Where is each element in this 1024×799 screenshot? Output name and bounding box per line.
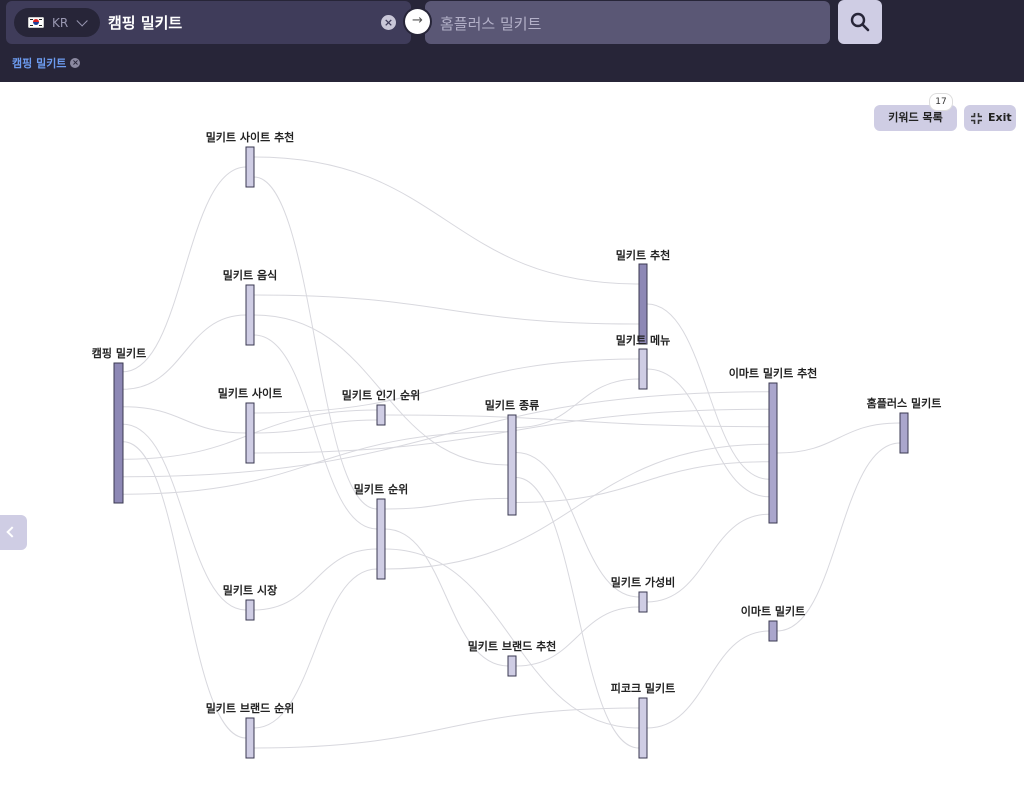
target-keyword-input[interactable]: [438, 1, 822, 46]
link-kind-menu: [515, 378, 640, 428]
link-value-emart_rec: [646, 513, 770, 603]
link-camping-brand_rank: [122, 441, 247, 739]
node-emart-rec[interactable]: 이마트 밀키트 추천: [729, 366, 818, 524]
node-value[interactable]: 밀키트 가성비: [611, 575, 676, 613]
node-rec[interactable]: 밀키트 추천: [616, 248, 670, 345]
link-brand_rank-rank: [253, 568, 378, 729]
country-selector[interactable]: KR: [14, 8, 100, 37]
link-emart_rec-homeplus: [776, 422, 901, 454]
svg-text:밀키트 가성비: 밀키트 가성비: [611, 575, 676, 589]
country-code: KR: [52, 15, 69, 30]
node-pop-rank[interactable]: 밀키트 인기 순위: [342, 388, 421, 426]
node-brand-rank[interactable]: 밀키트 브랜드 순위: [206, 701, 295, 759]
link-camping-site: [122, 406, 247, 434]
node-peacock[interactable]: 피코크 밀키트: [611, 681, 676, 759]
link-camping-market: [122, 423, 247, 611]
link-brand_rec-value: [515, 606, 640, 667]
svg-text:밀키트 브랜드 추천: 밀키트 브랜드 추천: [468, 639, 557, 653]
link-food-kind: [253, 314, 509, 466]
link-brand_rank-peacock: [253, 707, 640, 749]
link-rank-emart_rec: [384, 443, 770, 570]
svg-text:홈플러스 밀키트: 홈플러스 밀키트: [867, 396, 942, 410]
link-camping-kind: [122, 431, 509, 495]
link-emart-homeplus: [776, 442, 901, 632]
svg-text:밀키트 사이트 추천: 밀키트 사이트 추천: [206, 130, 295, 144]
node-site-rec[interactable]: 밀키트 사이트 추천: [206, 130, 295, 188]
node-site[interactable]: 밀키트 사이트: [218, 386, 283, 464]
keyword-chip[interactable]: 캠핑 밀키트 ×: [12, 55, 81, 71]
top-bar: KR 캠핑 밀키트 × → 캠핑 밀키트 ×: [0, 0, 1024, 82]
svg-text:밀키트 종류: 밀키트 종류: [485, 398, 539, 412]
graph-nodes: 캠핑 밀키트 밀키트 사이트 추천 밀키트 음식 밀키트 사이트 밀키트 시장 …: [92, 130, 942, 759]
svg-text:이마트 밀키트 추천: 이마트 밀키트 추천: [729, 366, 818, 380]
link-camping-site_rec: [122, 166, 247, 373]
keyword-count-badge: 17: [929, 93, 953, 111]
keyword-list-button[interactable]: 키워드 목록: [874, 105, 957, 131]
node-menu[interactable]: 밀키트 메뉴: [616, 333, 670, 390]
node-kind[interactable]: 밀키트 종류: [485, 398, 539, 516]
link-food-rec: [253, 294, 640, 325]
node-homeplus[interactable]: 홈플러스 밀키트: [867, 396, 942, 454]
node-camping[interactable]: 캠핑 밀키트: [92, 346, 146, 504]
node-rank[interactable]: 밀키트 순위: [354, 482, 408, 580]
korea-flag-icon: [28, 17, 44, 28]
svg-text:피코크 밀키트: 피코크 밀키트: [611, 681, 676, 695]
svg-text:이마트 밀키트: 이마트 밀키트: [741, 604, 806, 618]
node-emart[interactable]: 이마트 밀키트: [741, 604, 806, 642]
link-market-rank: [253, 548, 378, 611]
link-site-menu: [253, 358, 640, 414]
svg-text:밀키트 인기 순위: 밀키트 인기 순위: [342, 388, 421, 402]
svg-text:밀키트 순위: 밀키트 순위: [354, 482, 408, 496]
node-market[interactable]: 밀키트 시장: [223, 583, 277, 621]
sidebar-toggle-button[interactable]: [0, 515, 27, 550]
target-keyword-field[interactable]: [425, 1, 830, 46]
collapse-icon: [971, 113, 982, 124]
node-food[interactable]: 밀키트 음식: [223, 268, 277, 346]
close-icon[interactable]: ×: [70, 58, 81, 68]
link-site-pop_rank: [253, 419, 378, 434]
node-brand-rec[interactable]: 밀키트 브랜드 추천: [468, 639, 557, 677]
svg-text:밀키트 음식: 밀키트 음식: [223, 268, 277, 282]
exit-button[interactable]: Exit: [964, 105, 1016, 131]
link-kind-peacock: [515, 477, 640, 749]
link-kind-value: [515, 452, 640, 598]
svg-text:캠핑 밀키트: 캠핑 밀키트: [92, 346, 146, 360]
link-peacock-emart: [646, 630, 770, 729]
link-rank-brand_rec: [384, 528, 509, 667]
link-rec-emart_rec: [646, 303, 770, 480]
exit-label: Exit: [988, 111, 1012, 124]
link-camping-food: [122, 314, 247, 390]
svg-text:밀키트 시장: 밀키트 시장: [223, 583, 277, 597]
search-icon: [850, 12, 870, 32]
link-rank-peacock: [384, 548, 640, 729]
link-site_rec-rank: [253, 176, 378, 510]
clear-icon[interactable]: ×: [381, 15, 396, 30]
link-food-rank: [253, 334, 378, 530]
keyword-path-graph: 캠핑 밀키트 밀키트 사이트 추천 밀키트 음식 밀키트 사이트 밀키트 시장 …: [92, 130, 942, 759]
search-button[interactable]: [838, 0, 882, 44]
link-rank-kind: [384, 497, 509, 510]
source-keyword-field[interactable]: KR 캠핑 밀키트 ×: [6, 1, 411, 44]
svg-text:밀키트 추천: 밀키트 추천: [616, 248, 670, 262]
link-pop_rank-emart_rec: [384, 414, 770, 428]
link-site_rec-rec: [253, 156, 640, 285]
svg-text:밀키트 브랜드 순위: 밀키트 브랜드 순위: [206, 701, 295, 715]
arrow-right-icon[interactable]: →: [405, 9, 430, 34]
svg-text:밀키트 메뉴: 밀키트 메뉴: [616, 333, 670, 347]
graph-links: [122, 156, 901, 749]
source-keyword-value[interactable]: 캠핑 밀키트: [108, 14, 183, 32]
link-menu-emart_rec: [646, 368, 770, 498]
svg-text:밀키트 사이트: 밀키트 사이트: [218, 386, 283, 400]
chevron-down-icon: [76, 14, 88, 27]
keyword-chip-label: 캠핑 밀키트: [12, 57, 67, 70]
link-kind-emart_rec: [515, 461, 770, 503]
